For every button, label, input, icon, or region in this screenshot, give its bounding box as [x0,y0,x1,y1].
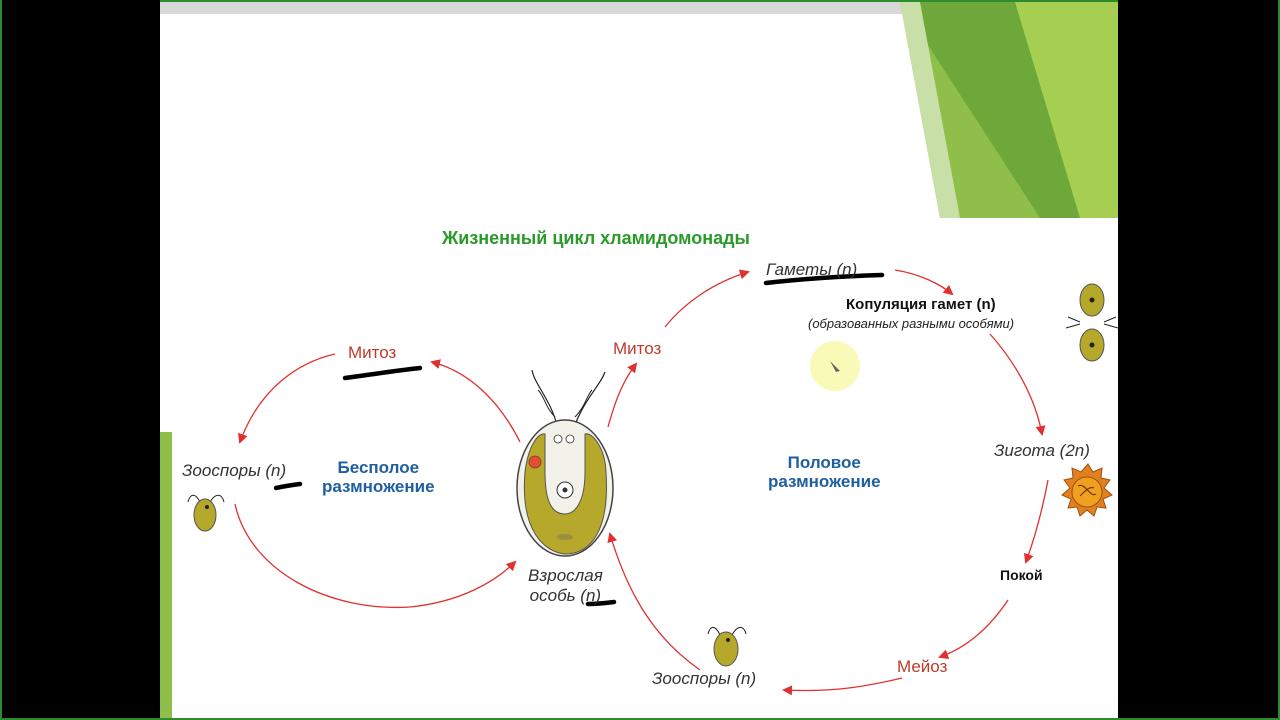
copulation-note: (образованных разными особями) [808,316,1015,331]
arrow-meiosis-to-zoospores [782,677,903,696]
arrow-adult-to-mitosis [430,359,521,443]
sexual-zoospores-label: Зооспоры (n) [652,669,757,688]
copulation-label: Копуляция гамет (n) [846,296,996,313]
arrow-rest-to-meiosis [938,599,1009,660]
sexual-label-line2: размножение [768,472,881,491]
diagram-graphics [160,2,1118,718]
arrow-mitosis2-to-gametes [664,269,750,328]
zoospores-underline [273,481,303,491]
arrow-zoospores-to-adult [234,503,517,609]
arrow-copulation-to-zygote [989,333,1046,436]
arrow-zoospores2-to-adult [607,532,701,671]
adult-underline [585,599,617,607]
asexual-mitosis-label: Митоз [348,343,397,362]
diagram-title: Жизненный цикл хламидомонады [442,228,750,248]
zoospore-bottom-illustration [707,626,747,667]
deco-left-strip [160,432,172,718]
zoospore-left-illustration [187,494,225,532]
asexual-reproduction-label: Бесполое размножение [322,458,435,496]
frame-top-border [0,0,1280,2]
arrow-zygote-to-rest [1024,479,1049,564]
cursor-icon [830,361,840,372]
adult-label-line2: особь (n) [529,586,602,605]
right-letterbox [1118,0,1280,720]
copulating-gametes-illustration [1065,283,1118,362]
rest-label: Покой [1000,567,1043,583]
asexual-label-line2: размножение [322,477,435,496]
deco-green-4 [900,2,960,218]
arrow-adult-to-mitosis2 [607,362,638,428]
slide: Жизненный цикл хламидомонады Митоз Зоосп… [160,2,1118,718]
asexual-label-line1: Бесполое [337,458,420,477]
mitosis-underline [342,365,423,381]
arrow-mitosis-to-zoospores [238,353,336,444]
deco-green-3 [1015,2,1118,218]
gametes-underline [763,272,885,286]
gametes-label: Гаметы (n) [766,260,858,279]
left-letterbox [0,0,160,720]
zygote-label: Зигота (2n) [994,441,1090,460]
adult-label: Взрослая особь (n) [528,566,603,606]
adult-cell-illustration [516,369,614,557]
adult-label-line1: Взрослая [528,566,603,585]
arrow-gametes-to-copulation [894,269,954,296]
sexual-label-line1: Половое [787,453,861,472]
frame-bottom-border [0,718,1280,720]
top-band [160,2,1118,14]
sexual-reproduction-label: Половое размножение [768,453,881,491]
zygote-illustration [1061,463,1113,517]
sexual-mitosis-label: Митоз [613,339,662,358]
asexual-zoospores-label: Зооспоры (n) [182,461,287,480]
meiosis-label: Мейоз [897,657,948,676]
